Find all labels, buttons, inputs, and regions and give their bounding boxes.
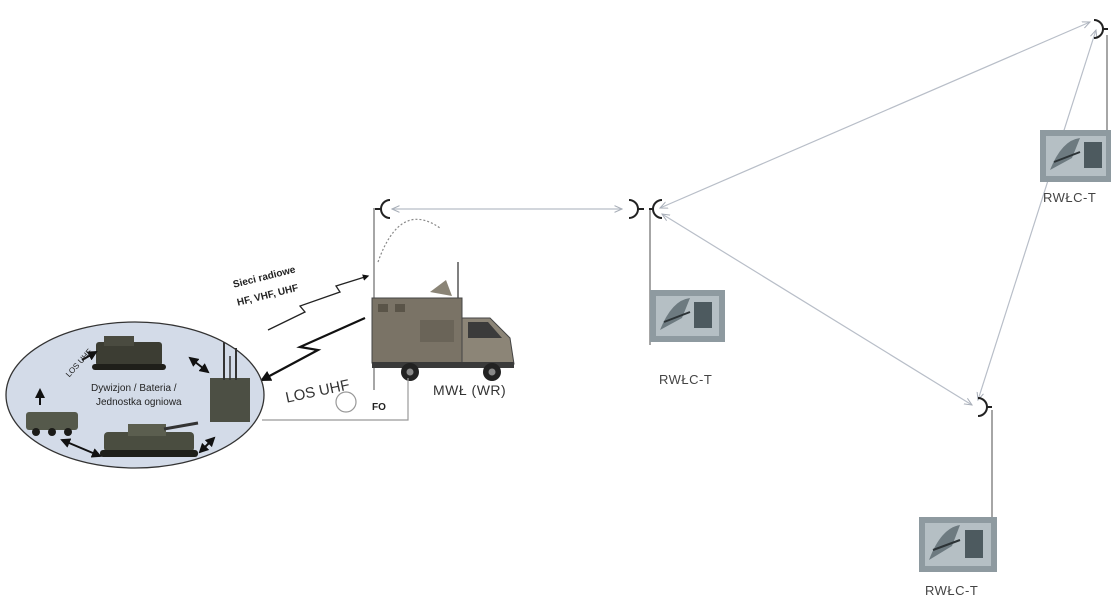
unit-group (6, 322, 264, 468)
antenna-dish-icon (1094, 20, 1108, 38)
antenna-dish-icon (629, 200, 644, 218)
antenna-dish-icon (978, 398, 992, 416)
rwlc-mid-label: RWŁC-T (659, 372, 712, 387)
truck-icon (372, 219, 514, 381)
antenna-dish-icon (375, 200, 390, 218)
radio-station-icon (919, 517, 997, 572)
mwl-label: MWŁ (WR) (433, 382, 506, 398)
link-top-right-to-bottom (978, 30, 1096, 400)
link-mid-to-top-right (660, 22, 1090, 208)
lightning-link-icon (268, 276, 368, 330)
fo-label: FO (372, 402, 386, 413)
wheeled-vehicle-icon (26, 412, 78, 436)
masts (374, 35, 1107, 520)
lightning-link-icon (262, 318, 365, 380)
antenna-dish-icon (649, 200, 662, 218)
rwlc-top-right-label: RWŁC-T (1043, 190, 1096, 205)
radio-station-icon (650, 290, 725, 342)
unit-line1: Dywizjon / Bateria / (91, 382, 177, 395)
unit-line2: Jednostka ogniowa (96, 396, 182, 409)
radio-station-icon (1040, 130, 1111, 182)
rwlc-bottom-label: RWŁC-T (925, 583, 978, 598)
